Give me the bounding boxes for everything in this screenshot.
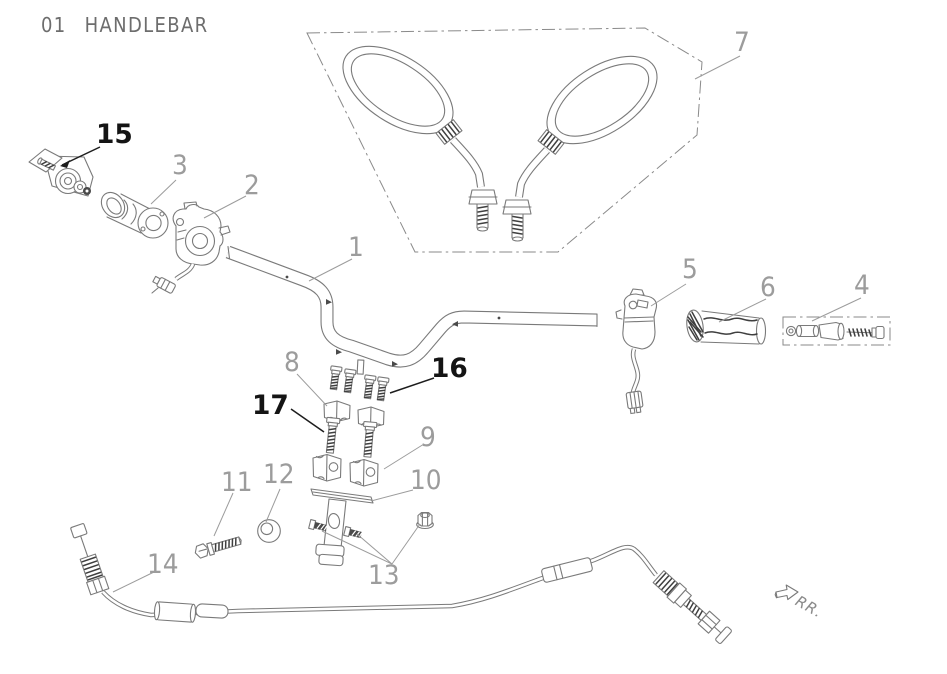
throttle-housing-assembly	[28, 148, 94, 197]
part-label-17: 17	[252, 390, 289, 421]
part-label-13: 13	[368, 560, 400, 591]
part-label-8: 8	[284, 347, 300, 378]
throttle-cable	[70, 523, 732, 644]
part-label-7: 7	[734, 27, 750, 58]
right-switch-housing	[151, 201, 231, 294]
leader-part-7	[694, 55, 741, 80]
leader-part-16	[389, 377, 435, 394]
leader-part-4	[811, 297, 862, 322]
leader-part-10	[370, 489, 414, 502]
part-label-15: 15	[96, 119, 133, 150]
leader-part-11	[213, 492, 234, 537]
small-bolt-right	[343, 525, 364, 541]
riser-block-right	[349, 458, 379, 487]
page-title: 01 HANDLEBAR	[41, 13, 209, 37]
leader-part-12	[265, 488, 281, 523]
bar-end-weight	[782, 316, 891, 346]
leader-part-2	[203, 195, 247, 219]
bushing	[257, 519, 281, 543]
leader-part-15-arrowhead	[60, 160, 70, 168]
small-bolt-left	[308, 518, 329, 534]
part-label-3: 3	[172, 150, 188, 181]
part-label-1: 1	[348, 232, 364, 263]
leader-part-3	[150, 179, 177, 205]
leader-part-17	[290, 408, 325, 433]
left-grip	[686, 309, 767, 345]
mount-plate-stem	[310, 488, 374, 567]
handlebar-tube	[225, 245, 598, 375]
part-label-4: 4	[854, 270, 870, 301]
leader-part-6	[718, 298, 767, 323]
leader-part-14	[112, 571, 155, 593]
section-number: 01	[41, 13, 67, 37]
mirror-assembly-boundary	[306, 27, 703, 253]
part-label-2: 2	[244, 170, 260, 201]
mirror-left	[328, 29, 497, 231]
leader-lines	[60, 55, 862, 593]
part-label-12: 12	[263, 459, 295, 490]
mirror-right	[503, 39, 672, 241]
part-label-5: 5	[682, 254, 698, 285]
part-label-6: 6	[760, 272, 776, 303]
leader-part-9	[383, 443, 425, 470]
riser-block-left	[312, 453, 342, 482]
part-label-14: 14	[147, 549, 179, 580]
leader-part-8	[296, 373, 328, 407]
section-title: HANDLEBAR	[84, 13, 209, 37]
lower-clamp-bolts	[322, 416, 378, 459]
rr-direction-arrow-icon	[774, 584, 799, 601]
leader-part-1	[308, 258, 353, 282]
part-label-16: 16	[431, 353, 468, 384]
part-label-11: 11	[221, 467, 253, 498]
leader-part-5	[650, 283, 687, 307]
flange-nut	[416, 511, 434, 530]
part-label-10: 10	[410, 465, 442, 496]
hex-bolt	[194, 536, 242, 559]
cable-upper-fitting	[70, 523, 110, 596]
left-switch-housing	[615, 288, 658, 415]
part-label-9: 9	[420, 422, 436, 453]
throttle-grip-tube	[100, 191, 169, 239]
cable-end-fitting	[652, 570, 732, 644]
leader-part-13	[321, 523, 421, 565]
